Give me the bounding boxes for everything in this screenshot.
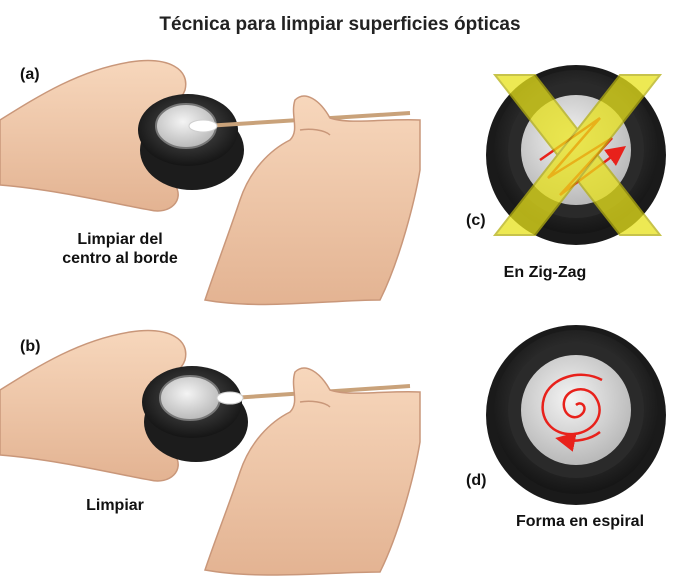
page-title: Técnica para limpiar superficies ópticas bbox=[159, 14, 521, 35]
caption-a-line-1: Limpiar del bbox=[77, 231, 163, 248]
cross-mark-icon bbox=[492, 74, 663, 236]
caption-a-line-2: centro al borde bbox=[62, 250, 178, 267]
eyepiece-a bbox=[138, 94, 244, 190]
panel-d-illustration bbox=[486, 325, 666, 505]
caption-b-line-1: Limpiar bbox=[86, 497, 144, 514]
caption-b: Limpiar bbox=[60, 496, 170, 515]
spiral-arrow-icon bbox=[541, 373, 603, 436]
caption-c: En Zig-Zag bbox=[480, 263, 610, 282]
caption-a: Limpiar del centro al borde bbox=[40, 230, 200, 268]
swab-cotton-a bbox=[188, 119, 218, 133]
panel-b-illustration bbox=[0, 329, 421, 576]
panel-a-illustration bbox=[0, 59, 421, 306]
right-hand bbox=[204, 95, 421, 306]
eyepiece-b bbox=[142, 366, 248, 462]
right-hand bbox=[204, 367, 421, 576]
panel-letter-b: (b) bbox=[20, 338, 41, 355]
panel-letter-a: (a) bbox=[20, 66, 40, 83]
caption-d: Forma en espiral bbox=[490, 512, 670, 531]
panel-letter-d: (d) bbox=[466, 472, 487, 489]
caption-c-line-1: En Zig-Zag bbox=[503, 264, 587, 281]
caption-d-line-1: Forma en espiral bbox=[515, 513, 645, 530]
lens-top-view-d bbox=[486, 325, 666, 505]
swab-cotton-b bbox=[216, 391, 244, 405]
panel-letter-c: (c) bbox=[466, 212, 486, 229]
panel-c-illustration bbox=[486, 65, 666, 245]
